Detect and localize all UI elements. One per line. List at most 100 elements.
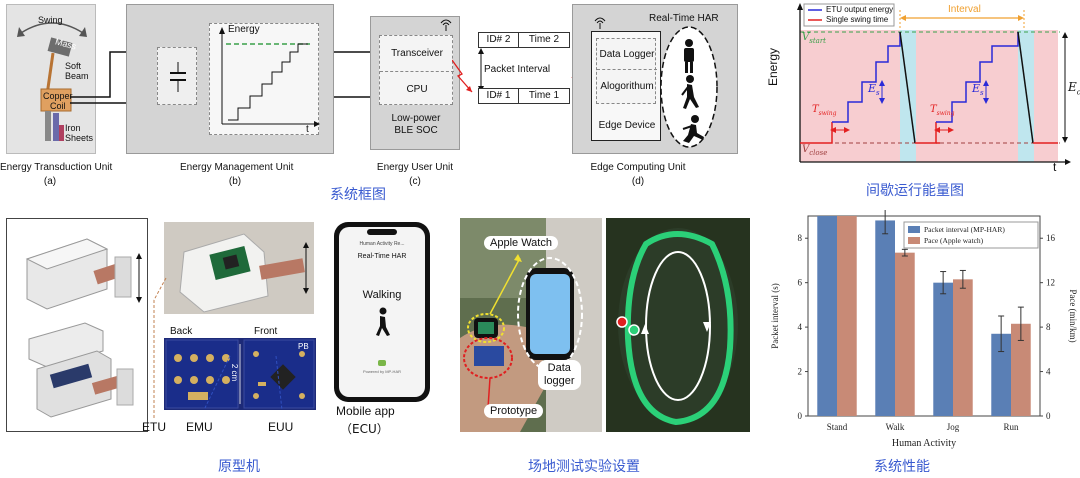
pcb-photo: 2 cm PB [164, 338, 316, 410]
ec-label: Ec [1068, 80, 1080, 96]
bar-packet-interval [817, 216, 837, 416]
leader-lines [153, 277, 283, 420]
t-x-label: t [1053, 160, 1057, 174]
legend-box [903, 221, 1039, 249]
x-tick-label: Jog [947, 422, 960, 432]
phone-screen: Human Activity Re... Real-Time HAR Walki… [339, 227, 425, 397]
v-start-label: Vstart [802, 32, 826, 45]
arm-photo: Apple Watch Data logger Prototype [460, 218, 602, 432]
tswing-label-1: Tswing [812, 104, 837, 117]
packet-interval-label: Packet Interval [484, 64, 551, 75]
bar-packet-interval [991, 333, 1011, 416]
algorithm-label: Alogorithum [600, 81, 654, 92]
unit-name-b: Energy Management Unit [180, 162, 294, 173]
x-tick-label: Walk [886, 422, 905, 432]
phone-title: Real-Time HAR [357, 253, 407, 260]
antenna-icon [440, 19, 452, 31]
bar-pace [895, 252, 915, 416]
legend-label: Pace (Apple watch) [924, 236, 984, 245]
performance-caption: 系统性能 [874, 459, 930, 475]
y2-tick-label: 8 [1046, 322, 1051, 332]
y2-tick-label: 4 [1046, 367, 1051, 377]
interval-label: Interval [948, 4, 981, 15]
prototype-panel: 2 cm PB Back Front ETU EMU EUU Human Act… [0, 210, 450, 478]
time1-label: Time 1 [528, 90, 560, 101]
phone-status: Walking [362, 289, 402, 301]
field-caption: 场地测试实验设置 [528, 459, 640, 475]
data-logger-label: Data logger [538, 360, 581, 390]
emu-panel: Energy t [126, 4, 334, 154]
data-logger-label: Data Logger [599, 49, 655, 60]
unit-tag-a: (a) [43, 176, 57, 187]
android-icon [378, 360, 386, 366]
plot-frame [807, 215, 1041, 417]
soft-beam-label: Soft Beam [65, 61, 89, 81]
pcb-boards [165, 339, 315, 409]
y-axis-label: Packet interval (s) [770, 283, 780, 348]
antenna-icon [594, 17, 606, 29]
field-test-panel: Apple Watch Data logger Prototype 场地测试实验… [460, 210, 760, 478]
emu-label: EMU [186, 420, 213, 434]
unit-name-c: Energy User Unit [376, 162, 454, 173]
euu-label: EUU [268, 420, 294, 434]
legend-swatch [908, 237, 920, 244]
track-aerial-image [606, 218, 750, 432]
cpu-label: CPU [406, 84, 428, 95]
edge-device-box: Data Logger Alogorithum Edge Device [591, 31, 661, 141]
x-axis-label: Human Activity [892, 438, 956, 449]
y2-tick-label: 0 [1046, 411, 1051, 421]
unit-name-a: Energy Transduction Unit [0, 162, 113, 173]
y2-tick-label: 16 [1046, 233, 1056, 243]
energy-staircase-box: Energy t [209, 23, 320, 135]
packet-row-2: ID# 2 Time 2 [478, 32, 570, 48]
mobile-app-label: Mobile app [336, 404, 395, 418]
prototype-device-image [164, 222, 314, 314]
etu-label: ETU [142, 420, 166, 434]
bar-packet-interval [933, 282, 953, 416]
cad-render-frame [6, 218, 148, 432]
legend-red-label: Single swing time [826, 15, 889, 24]
legend-blue-label: ETU output energy [826, 5, 894, 14]
bar-packet-interval [875, 220, 895, 416]
x-tick-label: Stand [827, 422, 848, 432]
energy-axis-label: Energy [228, 24, 260, 35]
capacitor-icon [170, 62, 186, 92]
copper-coil-label: Copper Coil [43, 91, 73, 111]
iron-sheets-label: Iron Sheets [65, 123, 94, 143]
ecu-panel: Data Logger Alogorithum Edge Device Real… [572, 4, 738, 154]
low-power-label: Low-power BLE SOC [391, 113, 441, 136]
system-diagram: Swing Mass Soft Beam Copper Coil Iron Sh… [0, 0, 740, 203]
x-tick-label: Run [1003, 422, 1019, 432]
es-label-1: Es [868, 82, 880, 98]
prototype-photo [164, 222, 314, 314]
pcb-label: PB [298, 342, 309, 351]
t-axis-label: t [306, 124, 309, 135]
intermittent-energy-chart [797, 3, 1071, 165]
prototype-label: Prototype [484, 404, 544, 418]
phone-header: Human Activity Re... [359, 241, 405, 247]
v-close-label: Vclose [802, 144, 828, 157]
y2-axis-label: Pace (min/km) [1068, 289, 1078, 342]
bar-pace [953, 279, 973, 416]
unit-tag-d: (d) [631, 176, 645, 187]
transceiver-cpu-box: Transceiver CPU [379, 35, 454, 105]
legend-swatch [908, 226, 920, 233]
id1-label: ID# 1 [479, 89, 519, 103]
pcb-front-label: Front [254, 326, 278, 337]
track-photo [606, 218, 750, 432]
pcb-back-label: Back [170, 326, 193, 337]
energy-y-label: Energy [766, 47, 780, 86]
intermittent-caption: 间歇运行能量图 [866, 183, 964, 199]
bar-pace [1011, 323, 1031, 416]
prototype-caption: 原型机 [218, 459, 260, 475]
ecu-label: （ECU） [340, 422, 389, 436]
system-caption: 系统框图 [330, 187, 386, 203]
tswing-label-2: Tswing [930, 104, 955, 117]
transceiver-label: Transceiver [391, 48, 443, 59]
y2-tick-label: 12 [1046, 278, 1055, 288]
capacitor-box [157, 47, 197, 105]
y-tick-label: 6 [798, 278, 803, 288]
edge-device-label: Edge Device [598, 120, 656, 131]
